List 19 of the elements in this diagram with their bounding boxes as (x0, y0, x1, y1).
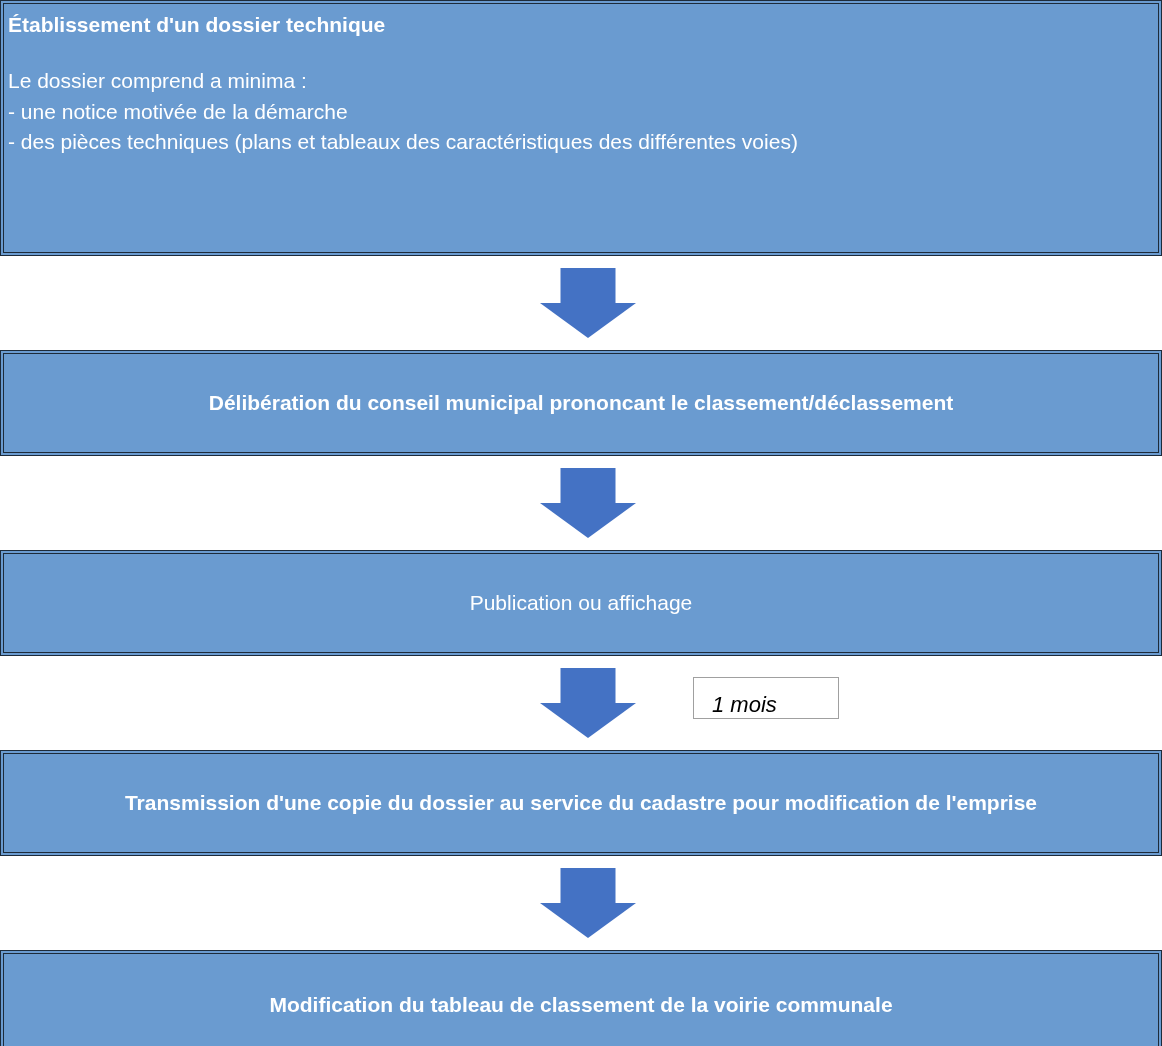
step-label: Modification du tableau de classement de la voirie communale (269, 991, 893, 1018)
box-text: - une notice motivée de la démarche (8, 98, 348, 125)
process-box (0, 0, 1162, 256)
box-heading: Établissement d'un dossier technique (8, 12, 386, 38)
down-arrow (540, 868, 636, 938)
step-label: 1 mois (712, 691, 778, 719)
step-label: Délibération du conseil municipal prononcant le classement/déclassement (208, 389, 954, 416)
note-box (693, 677, 839, 719)
down-arrow (540, 468, 636, 538)
process-box (0, 550, 1162, 656)
process-box (0, 350, 1162, 456)
process-box (0, 950, 1162, 1046)
down-arrow (540, 268, 636, 338)
process-box (0, 750, 1162, 856)
box-text: - des pièces techniques (plans et tableaux des caractéristiques des différentes voies) (8, 129, 798, 156)
box-text: Le dossier comprend a minima : (8, 68, 307, 95)
down-arrow (540, 668, 636, 738)
step-label: Transmission d'une copie du dossier au service du cadastre pour modification de l'emprise (124, 789, 1038, 816)
step-label: Publication ou affichage (469, 589, 693, 616)
